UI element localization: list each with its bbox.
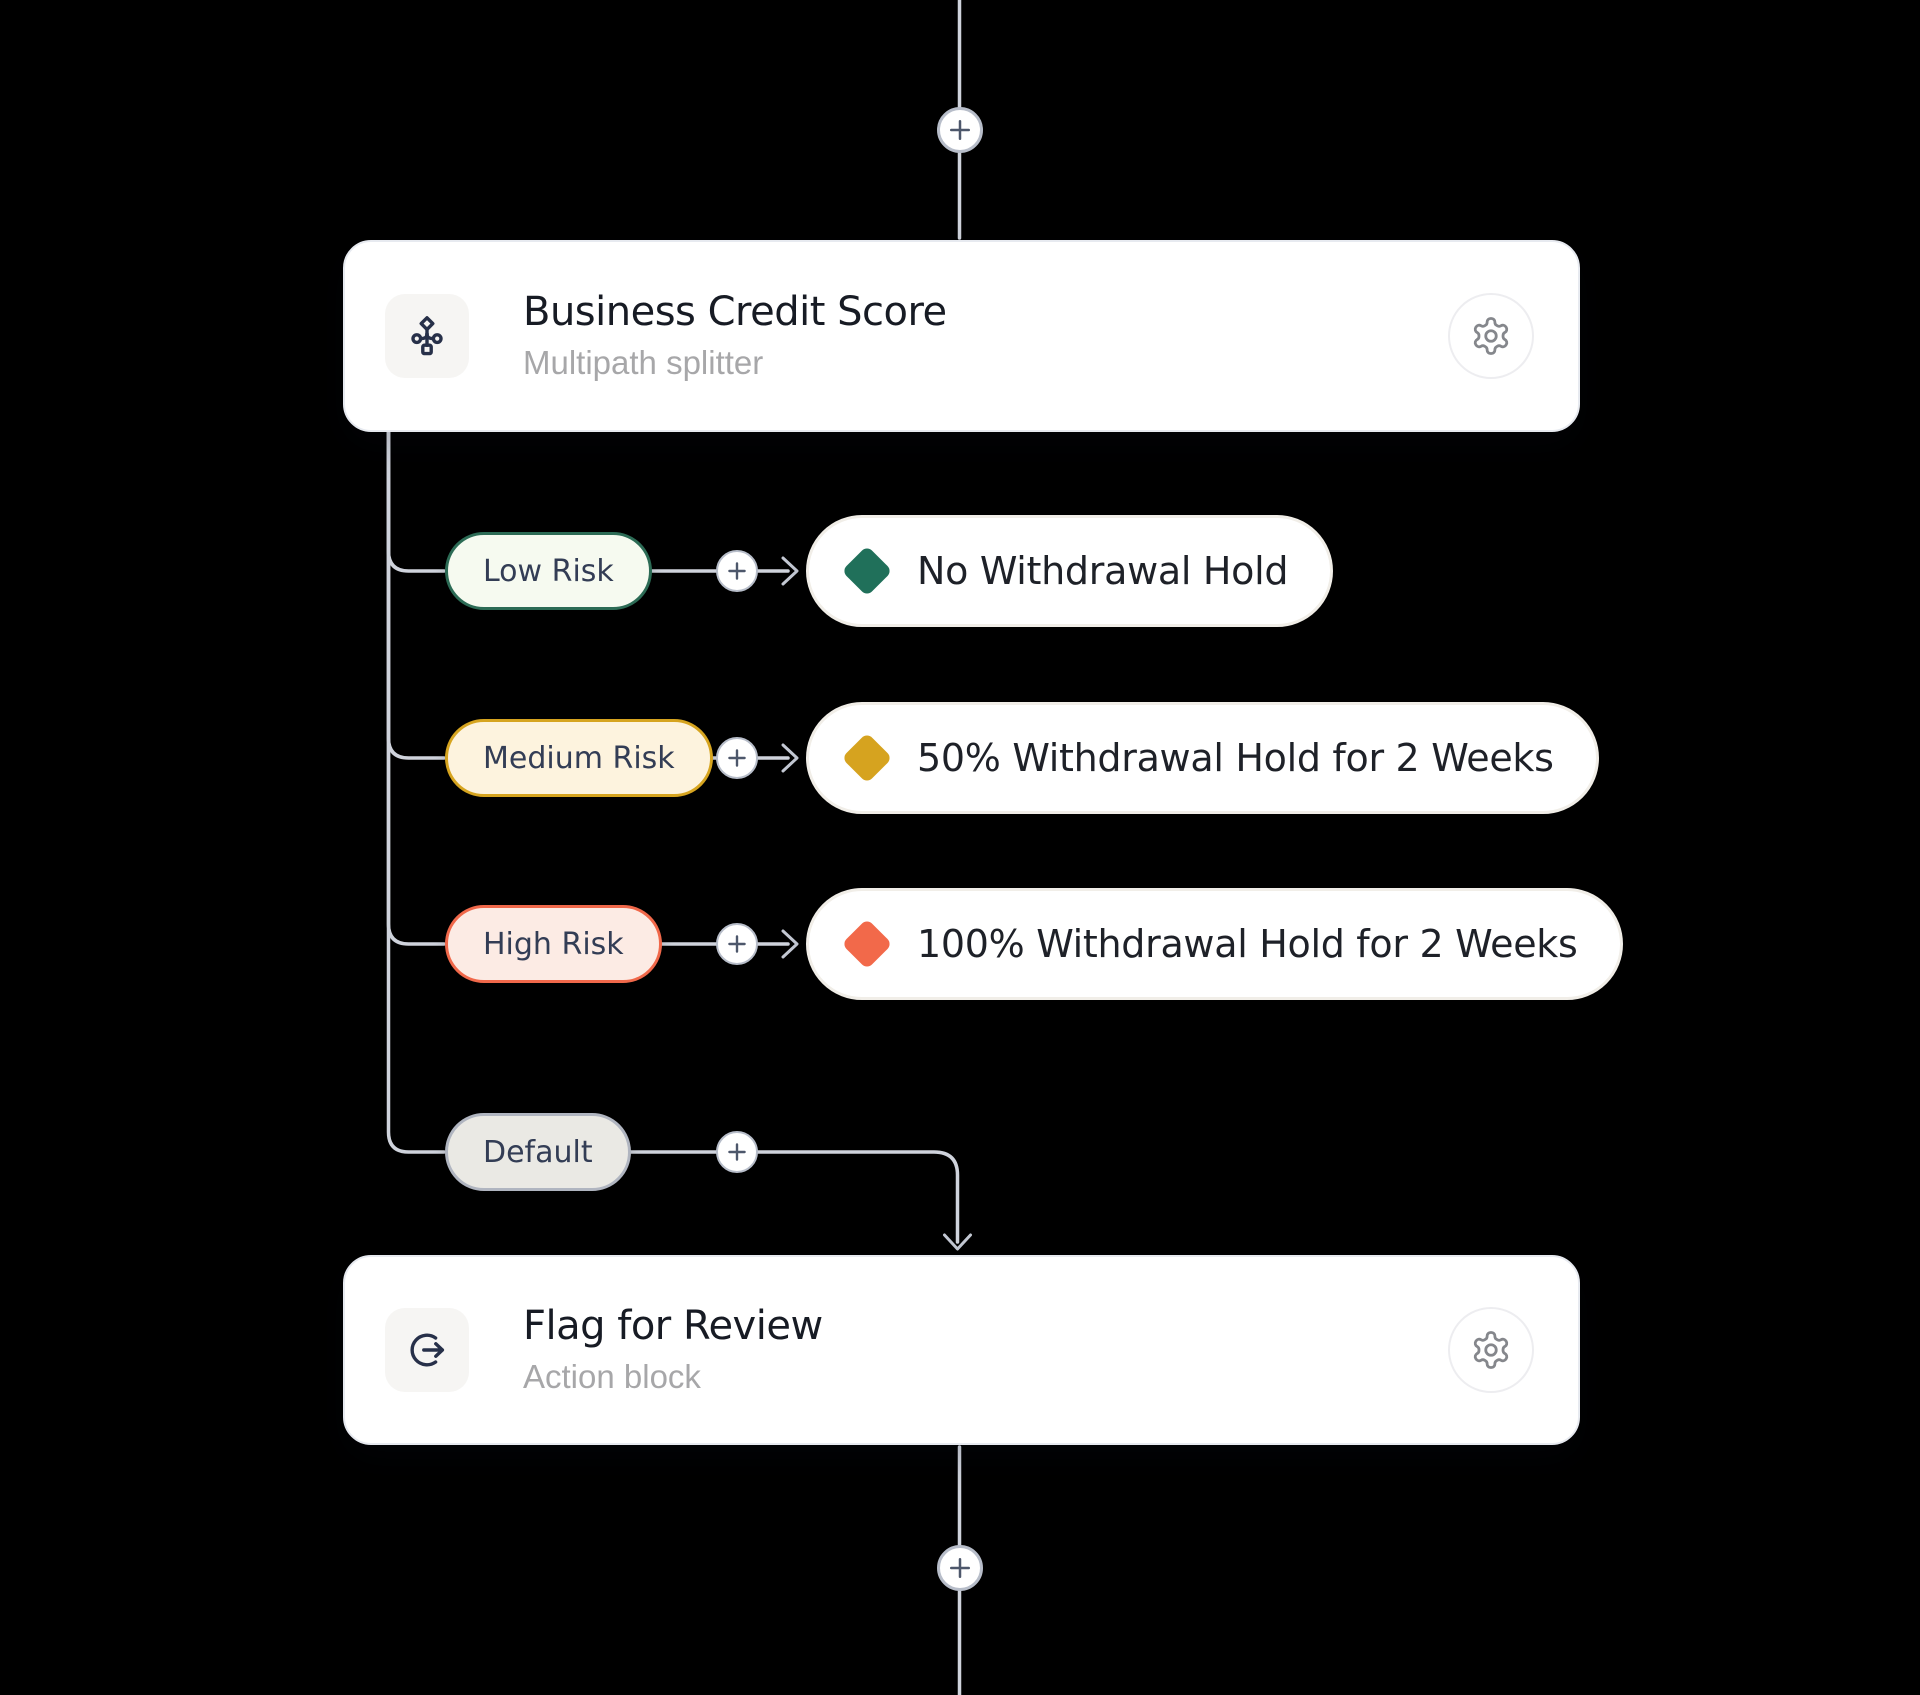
outcome-label: 100% Withdrawal Hold for 2 Weeks: [917, 922, 1578, 966]
gear-icon: [1473, 1331, 1509, 1369]
edge-branch-low: [386, 428, 446, 573]
gear-icon: [1473, 317, 1509, 355]
multipath-splitter-icon: [411, 316, 443, 356]
add-step-button-low-risk[interactable]: [716, 550, 758, 592]
arrowhead-low: [781, 556, 799, 586]
action-settings-button[interactable]: [1448, 1307, 1534, 1393]
arrowhead-medium: [781, 743, 799, 773]
action-card-title: Flag for Review: [523, 1303, 823, 1350]
plus-icon: [728, 935, 746, 953]
edge-default-action: [615, 1150, 960, 1244]
splitter-card-title: Business Credit Score: [523, 289, 947, 336]
outcome-diamond-icon: [841, 732, 893, 784]
splitter-node-card[interactable]: Business Credit Score Multipath splitter: [343, 240, 1580, 432]
plus-icon: [728, 1143, 746, 1161]
branch-pill-default[interactable]: Default: [445, 1113, 631, 1191]
add-step-button-bottom[interactable]: [937, 1545, 983, 1591]
splitter-card-subtitle: Multipath splitter: [523, 344, 764, 382]
branch-label: Low Risk: [483, 553, 614, 589]
splitter-card-text: Business Credit Score Multipath splitter: [523, 291, 947, 381]
action-icon-tile: [385, 1308, 469, 1392]
add-step-button-top[interactable]: [937, 107, 983, 153]
outcome-diamond-icon: [841, 918, 893, 970]
add-step-button-default[interactable]: [716, 1131, 758, 1173]
plus-icon: [728, 562, 746, 580]
action-card-subtitle: Action block: [523, 1358, 701, 1396]
action-exit-arrow-icon: [410, 1333, 445, 1367]
plus-icon: [728, 749, 746, 767]
branch-label: High Risk: [483, 926, 624, 962]
outcome-pill-low-risk[interactable]: No Withdrawal Hold: [806, 515, 1334, 627]
branch-pill-medium-risk[interactable]: Medium Risk: [445, 719, 713, 797]
add-step-button-medium-risk[interactable]: [716, 737, 758, 779]
arrowhead-default: [943, 1233, 972, 1251]
edge-branch-medium: [386, 428, 446, 760]
add-step-button-high-risk[interactable]: [716, 923, 758, 965]
branch-pill-low-risk[interactable]: Low Risk: [445, 532, 652, 610]
plus-icon: [950, 1558, 970, 1578]
branch-pill-high-risk[interactable]: High Risk: [445, 905, 662, 983]
edge-branch-default: [386, 428, 446, 1154]
splitter-settings-button[interactable]: [1448, 293, 1534, 379]
outcome-label: No Withdrawal Hold: [917, 549, 1289, 593]
outcome-diamond-icon: [841, 545, 893, 597]
plus-icon: [950, 120, 970, 140]
outcome-label: 50% Withdrawal Hold for 2 Weeks: [917, 736, 1554, 780]
branch-label: Default: [483, 1134, 593, 1170]
outcome-pill-medium-risk[interactable]: 50% Withdrawal Hold for 2 Weeks: [806, 702, 1599, 814]
arrowhead-high: [781, 929, 799, 959]
action-node-card[interactable]: Flag for Review Action block: [343, 1255, 1580, 1445]
branch-label: Medium Risk: [483, 740, 675, 776]
outcome-pill-high-risk[interactable]: 100% Withdrawal Hold for 2 Weeks: [806, 888, 1623, 1000]
edge-branch-high: [386, 428, 446, 946]
action-card-text: Flag for Review Action block: [523, 1305, 823, 1395]
splitter-icon-tile: [385, 294, 469, 378]
